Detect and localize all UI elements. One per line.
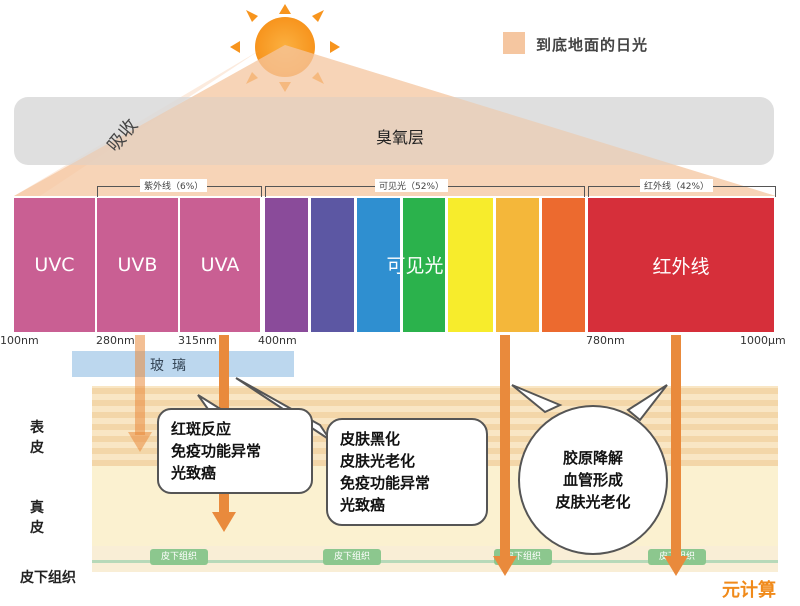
ir-bubble-left-pointer [511,384,563,414]
band-uvb-label: UVB [117,254,158,276]
uvb-effects-bubble: 红斑反应 免疫功能异常 光致癌 [157,408,313,494]
ir-effects-bubble: 胶原降解 血管形成 皮肤光老化 [518,405,668,555]
watermark: 元计算 [722,580,776,601]
uva-effect-item: 免疫功能异常 [340,474,431,492]
wavelength-100nm: 100nm [0,334,39,347]
uva-effect-item: 光致癌 [340,496,386,514]
band-orange [542,198,585,332]
band-uvb: UVB [97,198,178,332]
ir-bubble-right-pointer [626,384,668,422]
band-infrared-label: 红外线 [652,255,710,278]
uvb-arrow [135,335,145,435]
band-violet [265,198,308,332]
ir-effect-item: 血管形成 [562,471,623,489]
band-green [403,198,445,332]
ozone-layer [14,97,774,165]
wavelength-280nm: 280nm [96,334,135,347]
dermis-label: 真皮 [30,500,44,536]
ir-effect-item: 皮肤光老化 [555,493,631,511]
legend-swatch [503,32,525,54]
band-infrared: 红外线 [588,198,774,332]
visible-arrowhead [493,556,517,576]
uva-arrowhead [212,512,236,532]
ir-arrowhead [664,556,688,576]
wavelength-315nm: 315nm [178,334,217,347]
wavelength-1000um: 1000μm [740,334,786,347]
subcutis-tag: 皮下组织 [323,549,381,565]
sunlight-cone-over-ozone [14,45,776,196]
ir-effect-item: 胶原降解 [562,449,623,467]
uvb-effect-item: 红斑反应 [171,420,232,438]
uvb-arrowhead [128,432,152,452]
band-yellow [448,198,493,332]
ozone-label: 臭氧层 [375,128,424,147]
subcutis-label: 皮下组织 [20,570,76,586]
legend-label: 到底地面的日光 [536,36,649,54]
wavelength-400nm: 400nm [258,334,297,347]
subcutis-line [92,560,778,563]
ir-arrow [671,335,681,560]
visible-group-label: 可见光（52%） [375,179,449,192]
wavelength-780nm: 780nm [586,334,625,347]
band-indigo [311,198,354,332]
visible-arrow [500,335,510,560]
visible-light-label: 可见光 [386,254,444,277]
band-uvc-label: UVC [34,254,75,276]
uva-effect-item: 皮肤黑化 [340,430,401,448]
uvb-effect-item: 免疫功能异常 [171,442,262,460]
uv-group-label: 紫外线（6%） [140,179,208,192]
ir-group-label: 红外线（42%） [640,179,714,192]
band-blue [357,198,400,332]
epidermis-label: 表皮 [30,420,44,456]
band-uva: UVA [180,198,260,332]
uva-effect-item: 皮肤光老化 [340,452,416,470]
band-uvc: UVC [14,198,95,332]
band-yellow-orange [496,198,539,332]
glass-bar [72,351,294,377]
subcutis-tag: 皮下组织 [150,549,208,565]
glass-label: 玻璃 [150,358,194,374]
uva-effects-bubble: 皮肤黑化 皮肤光老化 免疫功能异常 光致癌 [326,418,488,526]
band-uva-label: UVA [200,254,240,276]
uvb-effect-item: 光致癌 [171,464,217,482]
